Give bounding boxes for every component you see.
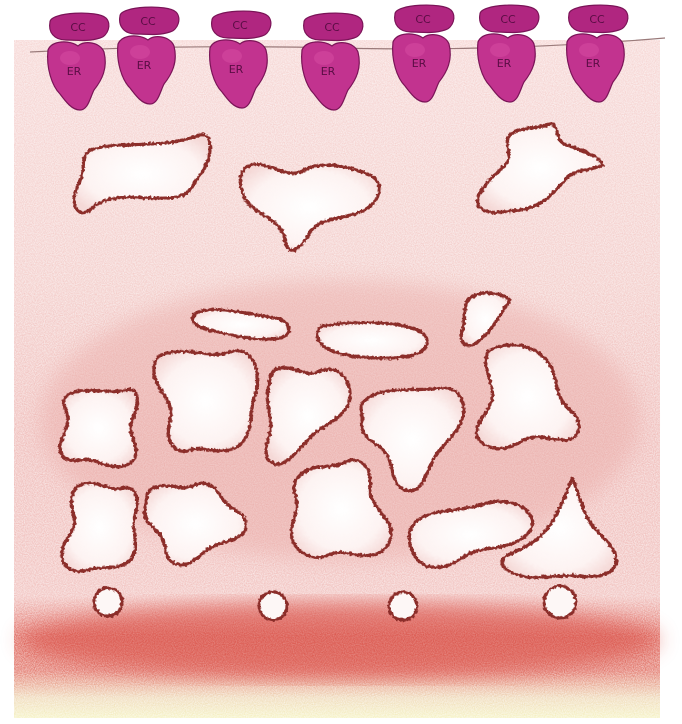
small-gland — [259, 592, 287, 620]
cc-label: CC — [415, 13, 431, 26]
cc-label: CC — [324, 21, 340, 34]
er-lobe — [490, 43, 510, 57]
small-gland — [94, 588, 122, 616]
gland-lumen — [317, 323, 427, 359]
cc-label: CC — [232, 19, 248, 32]
er-label: ER — [412, 57, 427, 70]
er-lobe — [130, 45, 150, 59]
small-gland — [544, 586, 576, 618]
small-gland — [389, 592, 417, 620]
er-label: ER — [67, 65, 82, 78]
er-lobe — [314, 51, 334, 65]
er-lobe — [222, 49, 242, 63]
er-label: ER — [229, 63, 244, 76]
er-label: ER — [497, 57, 512, 70]
er-label: ER — [137, 59, 152, 72]
cc-label: CC — [70, 21, 86, 34]
gland-lumen — [154, 351, 258, 451]
er-lobe — [60, 51, 80, 65]
cc-label: CC — [589, 13, 605, 26]
cc-label: CC — [140, 15, 156, 28]
gland-lumen — [62, 483, 137, 571]
er-lobe — [405, 43, 425, 57]
er-lobe — [579, 43, 599, 57]
er-label: ER — [321, 65, 336, 78]
cc-label: CC — [500, 13, 516, 26]
gland-lumen — [60, 389, 137, 466]
er-label: ER — [586, 57, 601, 70]
